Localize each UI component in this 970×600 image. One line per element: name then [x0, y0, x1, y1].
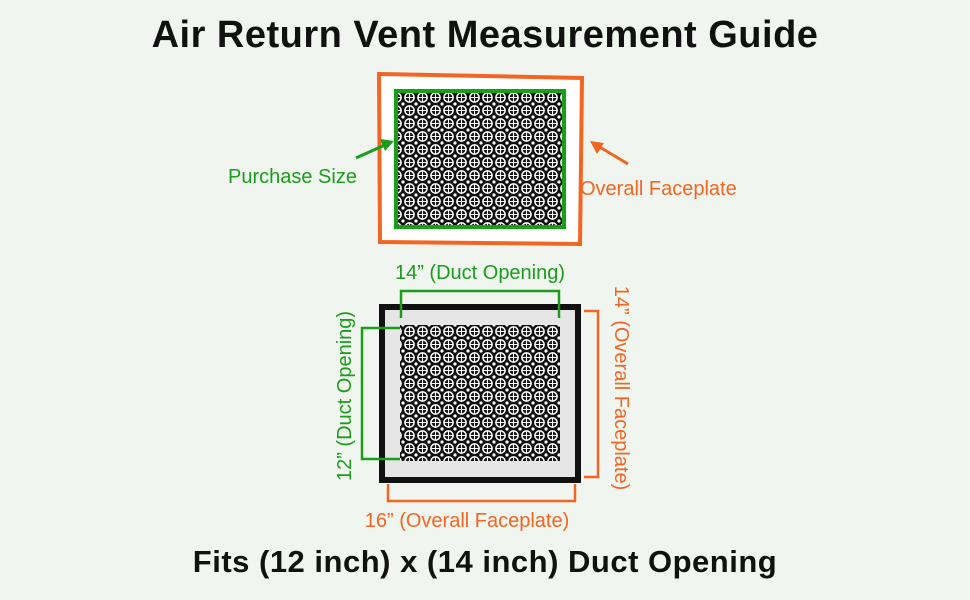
top-duct-bracket [399, 289, 561, 318]
top-vent-figure: Purchase Size Overall Faceplate [228, 71, 737, 247]
bottom-grille-pattern [400, 325, 560, 461]
faceplate-arrow-head [590, 141, 604, 154]
purchase-arrow-head [380, 139, 394, 151]
top-grille-pattern [396, 91, 564, 227]
purchase-size-label: Purchase Size [228, 166, 357, 188]
right-faceplate-label: 14” (Overall Faceplate) [610, 286, 632, 491]
right-faceplate-bracket [584, 309, 600, 479]
left-duct-label: 12” (Duct Opening) [334, 311, 356, 481]
overall-faceplate-label: Overall Faceplate [580, 178, 737, 200]
bottom-faceplate-bracket [386, 484, 577, 503]
purchase-size-outline [394, 89, 566, 229]
page-title: Air Return Vent Measurement Guide [151, 14, 819, 56]
left-duct-bracket [360, 326, 400, 461]
faceplate-arrow-line [597, 144, 629, 166]
purchase-arrow-line [355, 142, 388, 160]
footer-caption: Fits (12 inch) x (14 inch) Duct Opening [192, 544, 778, 579]
top-duct-label: 14” (Duct Opening) [395, 262, 565, 284]
bottom-vent-figure: 14” (Duct Opening) 12” (Duct Opening) 14… [334, 262, 632, 532]
bottom-faceplate-label: 16” (Overall Faceplate) [365, 510, 570, 532]
